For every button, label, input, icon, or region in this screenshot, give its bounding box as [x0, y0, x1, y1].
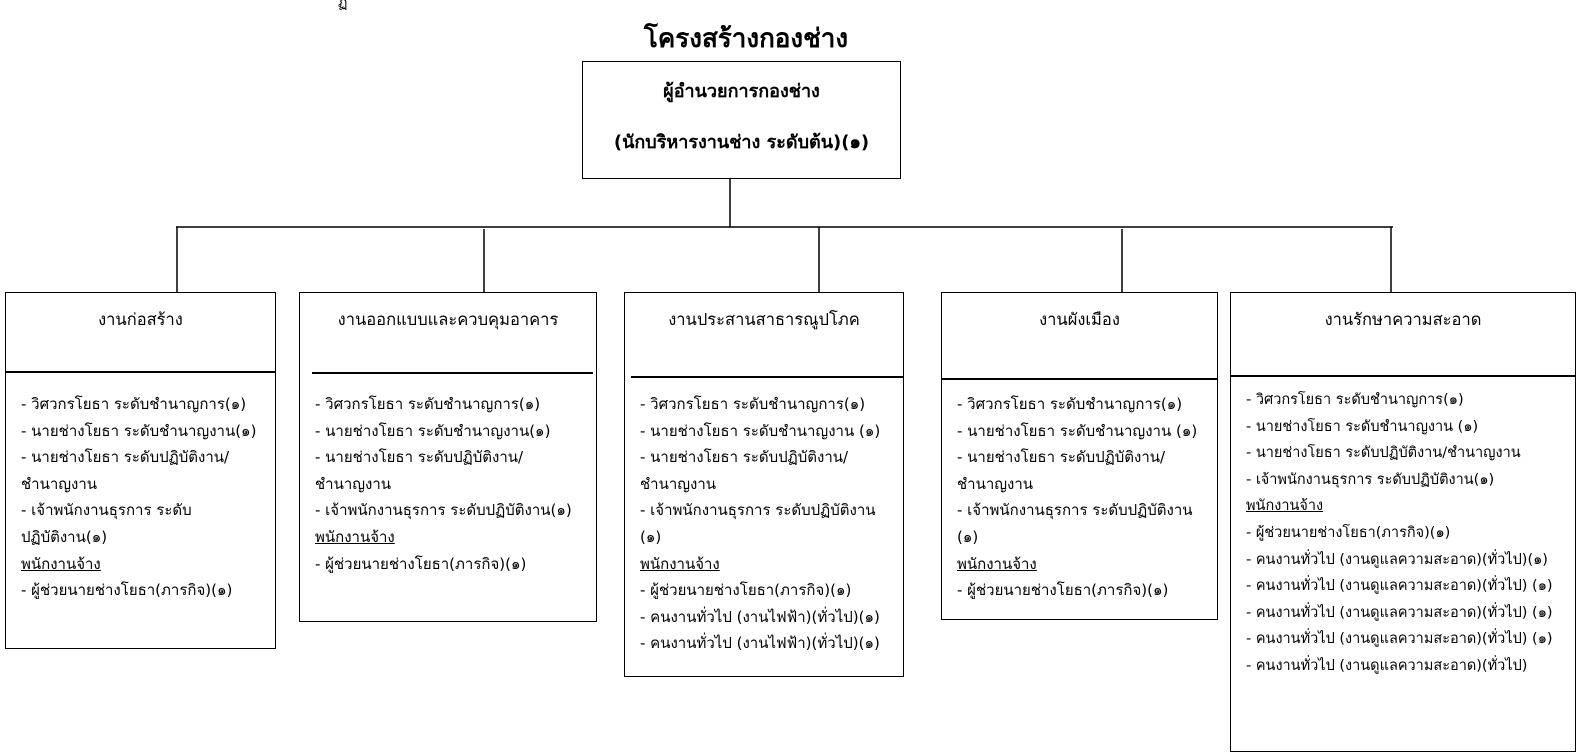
staff-line: - วิศวกรโยธา ระดับชำนาญการ(๑) [21, 395, 247, 413]
staff-line: - เจ้าพนักงานธุรการ ระดับปฏิบัติงาน [957, 501, 1193, 520]
dept-divider [1231, 375, 1575, 377]
staff-line: - เจ้าพนักงานธุรการ ระดับปฏิบัติงาน [640, 501, 876, 520]
staff-line: - เจ้าพนักงานธุรการ ระดับปฏิบัติงาน(๑) [1246, 471, 1495, 488]
dept-box-design-control: งานออกแบบและควบคุมอาคาร - วิศวกรโยธา ระด… [299, 292, 597, 622]
staff-line: - คนงานทั่วไป (งานดูแลความสะอาด)(ทั่วไป)… [1246, 551, 1548, 568]
employee-section-heading: พนักงานจ้าง [315, 527, 395, 546]
staff-line: - คนงานทั่วไป (งานดูแลความสะอาด)(ทั่วไป) [1246, 657, 1528, 674]
employee-section-heading: พนักงานจ้าง [957, 554, 1037, 573]
dept-title: งานรักษาความสะอาด [1324, 310, 1482, 329]
director-title: ผู้อำนวยการกองช่าง [663, 81, 820, 102]
dept-title: งานก่อสร้าง [98, 310, 183, 329]
dept-divider [312, 372, 593, 374]
staff-line: ปฏิบัติงาน(๑) [21, 527, 108, 546]
staff-line: - นายช่างโยธา ระดับชำนาญงาน(๑) [21, 421, 257, 440]
staff-line: - เจ้าพนักงานธุรการ ระดับปฏิบัติงาน(๑) [315, 501, 572, 520]
dept-title: งานผังเมือง [1039, 310, 1120, 329]
stray-mark: ฏ [338, 0, 348, 11]
staff-line: (๑) [640, 527, 662, 546]
staff-line: - คนงานทั่วไป (งานดูแลความสะอาด)(ทั่วไป)… [1246, 578, 1553, 595]
employee-section-heading: พนักงานจ้าง [640, 554, 720, 573]
dept-title: งานออกแบบและควบคุมอาคาร [337, 310, 559, 329]
staff-line: - ผู้ช่วยนายช่างโยธา(ภารกิจ)(๑) [315, 554, 527, 573]
dept-box-town-planning: งานผังเมือง - วิศวกรโยธา ระดับชำนาญการ(๑… [941, 292, 1218, 620]
dept-staff-list: - วิศวกรโยธา ระดับชำนาญการ(๑) - นายช่างโ… [315, 391, 590, 577]
dept-staff-list: - วิศวกรโยธา ระดับชำนาญการ(๑) - นายช่างโ… [640, 391, 897, 657]
staff-line: ชำนาญงาน [315, 474, 392, 493]
staff-line: - เจ้าพนักงานธุรการ ระดับ [21, 501, 192, 520]
staff-line: - ผู้ช่วยนายช่างโยธา(ภารกิจ)(๑) [957, 581, 1169, 600]
staff-line: - นายช่างโยธา ระดับปฏิบัติงาน/ [315, 448, 524, 467]
staff-line: - นายช่างโยธา ระดับปฏิบัติงาน/ [21, 448, 230, 467]
staff-line: ชำนาญงาน [640, 474, 717, 493]
staff-line: - วิศวกรโยธา ระดับชำนาญการ(๑) [1246, 392, 1464, 408]
chart-title: โครงสร้างกองช่าง [643, 24, 849, 54]
staff-line: - นายช่างโยธา ระดับชำนาญงาน (๑) [957, 421, 1198, 440]
dept-divider [942, 378, 1217, 380]
staff-line: - คนงานทั่วไป (งานไฟฟ้า)(ทั่วไป)(๑) [640, 634, 880, 653]
staff-line: - วิศวกรโยธา ระดับชำนาญการ(๑) [957, 395, 1183, 413]
dept-divider [631, 376, 903, 378]
staff-line: - ผู้ช่วยนายช่างโยธา(ภารกิจ)(๑) [1246, 524, 1451, 541]
dept-staff-list: - วิศวกรโยธา ระดับชำนาญการ(๑) - นายช่างโ… [957, 391, 1211, 604]
staff-line: - วิศวกรโยธา ระดับชำนาญการ(๑) [640, 395, 866, 413]
staff-line: - นายช่างโยธา ระดับปฏิบัติงาน/ [640, 448, 849, 467]
staff-line: - ผู้ช่วยนายช่างโยธา(ภารกิจ)(๑) [640, 581, 852, 600]
dept-box-cleaning: งานรักษาความสะอาด - วิศวกรโยธา ระดับชำนา… [1230, 292, 1576, 752]
staff-line: ชำนาญงาน [21, 474, 98, 493]
staff-line: - คนงานทั่วไป (งานไฟฟ้า)(ทั่วไป)(๑) [640, 607, 880, 626]
staff-line: (๑) [957, 527, 979, 546]
dept-divider [6, 371, 275, 373]
dept-box-construction: งานก่อสร้าง - วิศวกรโยธา ระดับชำนาญการ(๑… [5, 292, 276, 649]
employee-section-heading: พนักงานจ้าง [21, 554, 101, 573]
staff-line: - นายช่างโยธา ระดับปฏิบัติงาน/ [957, 448, 1166, 467]
staff-line: - นายช่างโยธา ระดับปฏิบัติงาน/ชำนาญงาน [1246, 445, 1521, 462]
director-box: ผู้อำนวยการกองช่าง (นักบริหารงานช่าง ระด… [582, 61, 901, 179]
dept-title: งานประสานสาธารณูปโภค [668, 310, 860, 329]
director-position: (นักบริหารงานช่าง ระดับต้น)(๑) [613, 132, 870, 153]
staff-line: - ผู้ช่วยนายช่างโยธา(ภารกิจ)(๑) [21, 581, 233, 600]
staff-line: ชำนาญงาน [957, 474, 1034, 493]
staff-line: - นายช่างโยธา ระดับชำนาญงาน(๑) [315, 421, 551, 440]
staff-line: - คนงานทั่วไป (งานดูแลความสะอาด)(ทั่วไป)… [1246, 604, 1553, 621]
staff-line: - นายช่างโยธา ระดับชำนาญงาน (๑) [640, 421, 881, 440]
dept-staff-list: - วิศวกรโยธา ระดับชำนาญการ(๑) - นายช่างโ… [21, 391, 269, 604]
staff-line: - นายช่างโยธา ระดับชำนาญงาน (๑) [1246, 418, 1479, 435]
staff-line: - วิศวกรโยธา ระดับชำนาญการ(๑) [315, 395, 541, 413]
dept-box-utilities: งานประสานสาธารณูปโภค - วิศวกรโยธา ระดับช… [624, 292, 904, 677]
staff-line: - คนงานทั่วไป (งานดูแลความสะอาด)(ทั่วไป)… [1246, 631, 1553, 648]
dept-staff-list: - วิศวกรโยธา ระดับชำนาญการ(๑) - นายช่างโ… [1246, 387, 1569, 680]
employee-section-heading: พนักงานจ้าง [1246, 498, 1324, 515]
